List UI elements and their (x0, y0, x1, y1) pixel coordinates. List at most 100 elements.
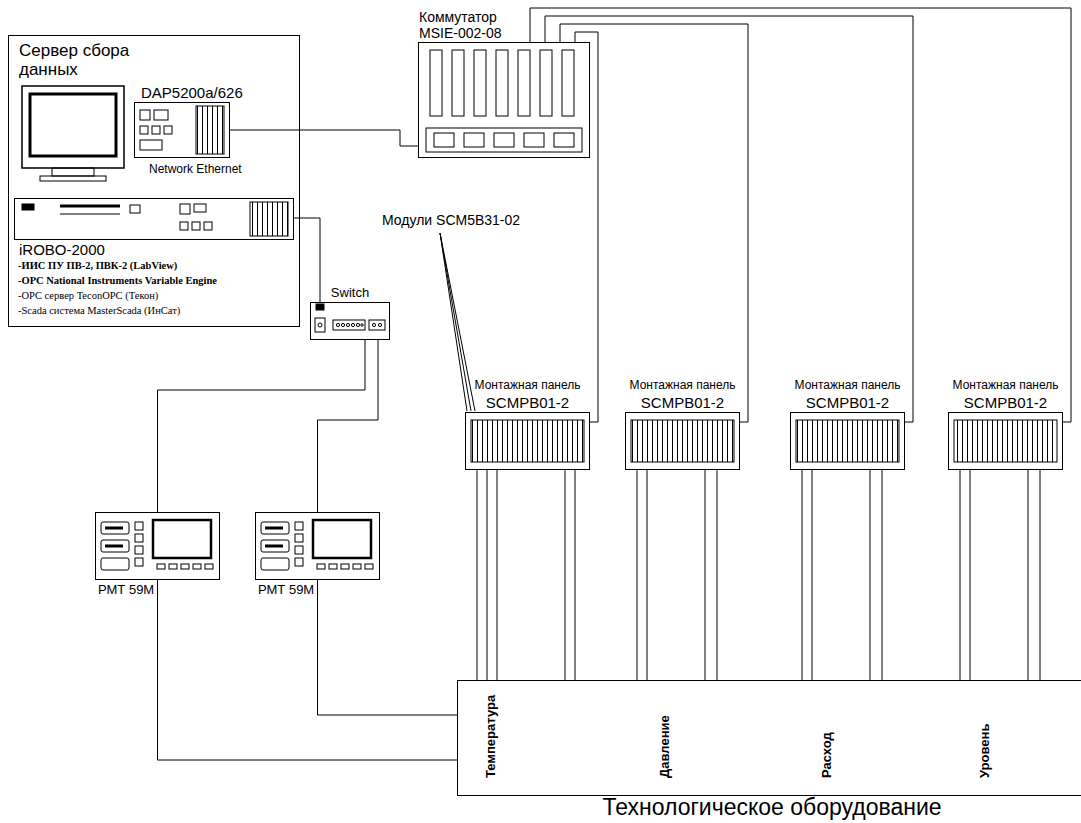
cable-connector (294, 218, 320, 302)
drawing-part (440, 233, 471, 411)
cable-connector (158, 340, 366, 512)
drawing-part (60, 214, 120, 215)
signal-wire (497, 470, 498, 680)
drawing-part (434, 133, 454, 147)
signal-wire (565, 470, 566, 680)
node-heading: Switch (331, 286, 369, 301)
drawing-part (30, 94, 116, 156)
module-leaders (440, 233, 475, 411)
node-heading: РМТ 59М (98, 583, 154, 598)
cable-connector (530, 8, 1071, 422)
drawing-part (130, 205, 140, 213)
node-heading: Монтажная панель (795, 379, 901, 393)
cable-connector (318, 340, 379, 512)
drawing-part (192, 222, 200, 230)
drawing-part (315, 318, 325, 332)
hub-ports (315, 304, 385, 332)
parameter-label: Расход (820, 732, 835, 778)
drawing-part (196, 106, 224, 154)
drawing-part (140, 140, 162, 150)
signal-wire (882, 470, 883, 680)
recorder-device: РМТ 59М (255, 512, 380, 580)
cable-connector (802, 470, 803, 680)
server-chassis: iROBO-2000 (14, 198, 294, 240)
node-label: SCMPB01-2 (964, 394, 1047, 411)
drawing-part (164, 126, 172, 134)
drawing-part (440, 233, 467, 411)
signal-wire (705, 470, 706, 680)
drawing-part (496, 50, 508, 116)
drawing-part (554, 133, 574, 147)
drawing-part (369, 320, 385, 330)
drawing-part (341, 323, 344, 326)
cable-connector (477, 470, 478, 680)
drawing-part (194, 204, 206, 212)
drawing-part (474, 50, 486, 116)
node-label: SCMPB01-2 (486, 394, 569, 411)
cable-connector (230, 130, 418, 146)
drawing-part (452, 50, 464, 116)
drawing-part (372, 323, 375, 326)
node-heading: Сервер сбора данных (19, 42, 149, 79)
recorder-device: РМТ 59М (95, 512, 220, 580)
cable-connector (158, 580, 458, 760)
signal-wire (717, 470, 718, 680)
drawing-part (154, 110, 168, 120)
drawing-part (336, 323, 339, 326)
software-item: -Scada система MasterScada (ИнСат) (18, 305, 180, 317)
node-label: Network Ethernet (149, 163, 242, 177)
signal-wire (812, 470, 813, 680)
drawing-part (430, 50, 442, 116)
panel-terminals (631, 420, 734, 462)
drawing-part (180, 222, 188, 230)
drawing-part (524, 133, 544, 147)
node-heading: Монтажная панель (475, 379, 581, 393)
drawing-part (540, 50, 552, 116)
drawing-part (464, 133, 484, 147)
drawing-part (204, 222, 212, 230)
drawing-part (22, 86, 124, 168)
node-heading: РМТ 59М (258, 583, 314, 598)
node-heading: Технологическое оборудование (602, 796, 941, 819)
signal-wire (647, 470, 648, 680)
drawing-part (351, 323, 354, 326)
panel-terminals (471, 420, 584, 462)
signal-wire (575, 470, 576, 680)
node-heading: Монтажная панель (630, 379, 736, 393)
cable-connector (318, 580, 458, 715)
mounting-panel: Монтажная панельSCMPB01-2 (948, 412, 1063, 470)
daq-card-details (140, 106, 224, 154)
recorder-front (101, 520, 213, 570)
software-item: -ИИС ПУ ПВ-2, ПВК-2 (LabView) (18, 260, 177, 272)
network-switch: Коммутатор MSIE-002-08 (418, 42, 590, 158)
drawing-part (140, 110, 150, 120)
mounting-panel: Монтажная панельSCMPB01-2 (625, 412, 740, 470)
drawing-part (180, 204, 190, 214)
cable-connector (560, 24, 748, 422)
signal-wire (970, 470, 971, 680)
panel-wiring (471, 420, 1057, 680)
signal-wire (1028, 470, 1029, 680)
software-item: -OPC National Instruments Variable Engin… (18, 275, 217, 287)
drawing-part (318, 323, 322, 327)
software-item: -OPC сервер TeconOPC (Текон) (18, 290, 158, 302)
mounting-panel: Монтажная панельSCMPB01-2 (465, 412, 590, 470)
switch-slots (426, 50, 582, 152)
parameter-label: Давление (658, 715, 673, 778)
drawing-part (562, 50, 574, 116)
cable-connector (545, 16, 913, 422)
cable-connector (637, 470, 638, 680)
drawing-part (316, 304, 324, 310)
ethernet-switch: Switch (310, 302, 390, 340)
drawing-part (494, 133, 514, 147)
node-label: SCMPB01-2 (641, 394, 724, 411)
server-monitor (22, 86, 124, 181)
drawing-part (140, 126, 148, 134)
recorder-front (261, 520, 373, 570)
drawing-part (40, 176, 106, 181)
panel-terminals (954, 420, 1057, 462)
parameter-label: Уровень (978, 724, 993, 778)
mounting-panel: Монтажная панельSCMPB01-2 (790, 412, 905, 470)
